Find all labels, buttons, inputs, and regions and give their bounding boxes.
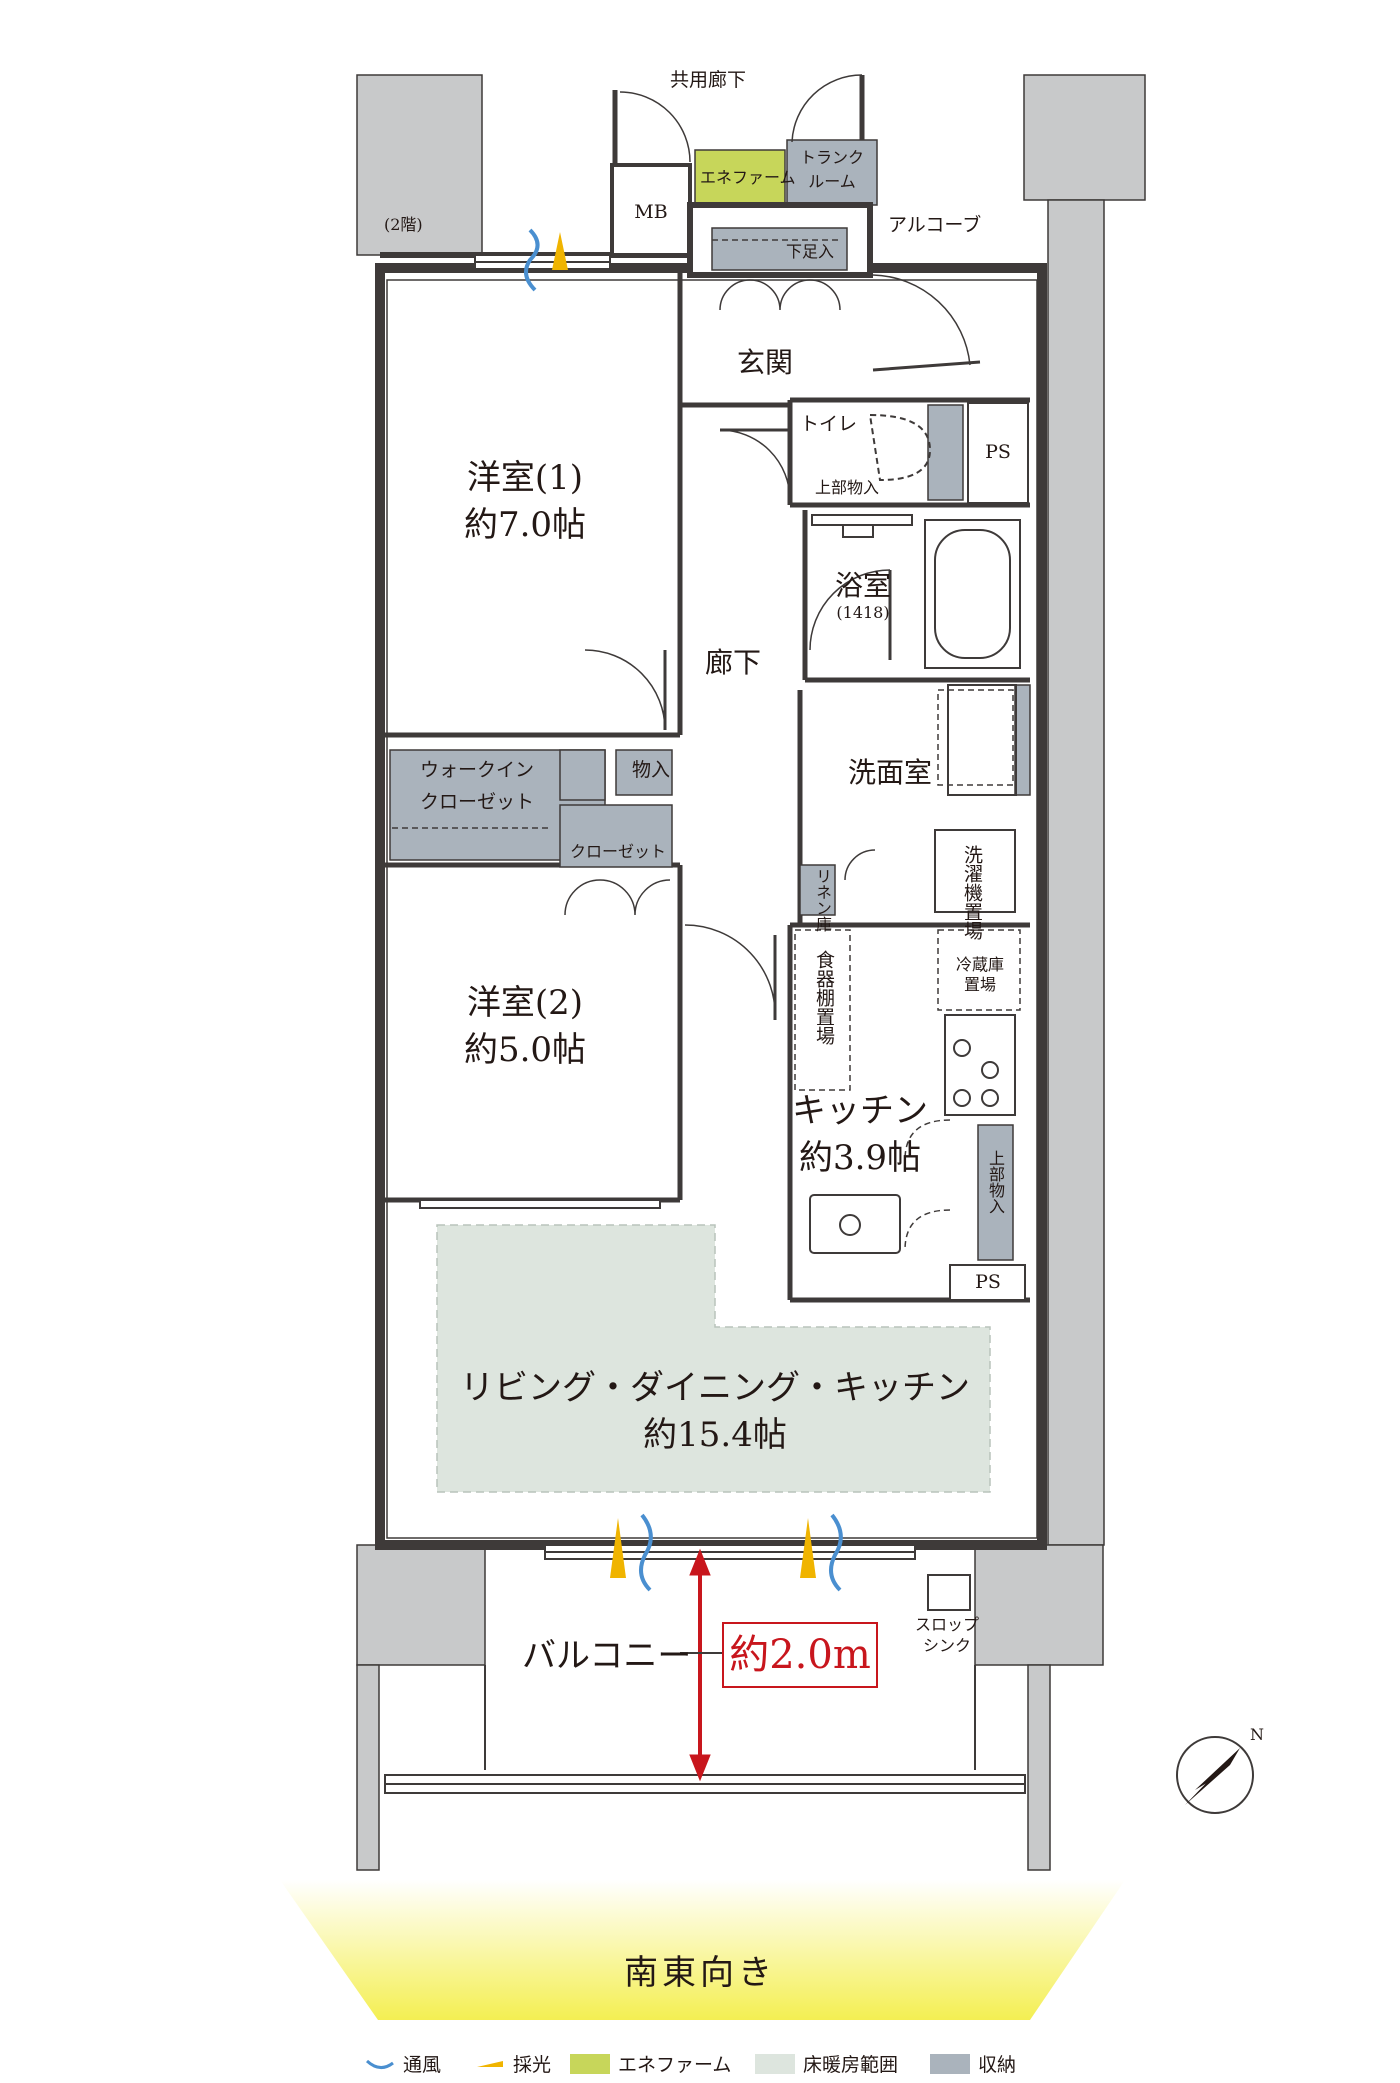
walk-in-closet-label-2: クローゼット [420, 791, 535, 813]
kitchen-upper-storage-label: 上部物入 [986, 1150, 1005, 1214]
compass-icon [1176, 1736, 1254, 1814]
balcony-depth-label: 約2.0m [722, 1622, 878, 1688]
ldk-label: リビング・ダイニング・キッチン [460, 1368, 970, 1408]
energy-swatch [570, 2053, 610, 2074]
floor-heating-area [436, 1224, 991, 1493]
ps-bottom-label: PS [975, 1271, 1001, 1293]
stove-burners [953, 1039, 999, 1107]
dish-shelf-label: 食器棚置場 [813, 950, 835, 1045]
toilet-upper-storage-label: 上部物入 [815, 478, 880, 497]
wind-icon [365, 2059, 394, 2069]
shoe-storage-swatch [711, 227, 848, 271]
door-swings [564, 279, 951, 1251]
toilet-label: トイレ [800, 413, 858, 435]
western-room-2-label: 洋室(2) [466, 983, 584, 1023]
entrance-label: 玄関 [736, 346, 794, 379]
legend-item-storage: 収納 [930, 2050, 1016, 2077]
floor-note-label: (2階) [384, 215, 423, 234]
legend-label: 採光 [513, 2054, 552, 2076]
floor-heating-swatch [755, 2053, 795, 2074]
common-corridor-label: 共用廊下 [670, 69, 747, 91]
bath-label: 浴室 [834, 569, 892, 602]
slop-sink-label-2: シンク [922, 1636, 972, 1655]
hallway-label: 廊下 [704, 646, 762, 679]
trunk-room-swatch [786, 139, 878, 206]
fridge-label: 冷蔵庫置場 [955, 955, 1004, 994]
balcony [484, 1574, 976, 1770]
entry-block [610, 74, 981, 372]
mb-label: MB [634, 201, 668, 223]
legend-label: 収納 [978, 2054, 1017, 2076]
washer-label: 洗濯機置場 [961, 845, 983, 940]
sun-icon [477, 2060, 503, 2067]
compass-north-label: N [1250, 1725, 1264, 1744]
legend-item-energy: エネファーム [570, 2050, 731, 2077]
slop-sink-label-1: スロップ [914, 1615, 980, 1634]
structural-walls [356, 74, 1146, 1871]
energy-unit-swatch [694, 149, 786, 206]
balcony-label: バルコニー [522, 1636, 692, 1676]
windows [384, 254, 1026, 1794]
closet-label: クローゼット [570, 842, 667, 861]
legend-item-floor-heating: 床暖房範囲 [755, 2050, 898, 2077]
storage-areas [389, 404, 1031, 1261]
shoe-storage-label: 下足入 [786, 242, 835, 261]
interior-walls [383, 268, 1030, 1303]
walk-in-closet-label-1: ウォークイン [420, 759, 535, 781]
legend-label: 床暖房範囲 [803, 2054, 899, 2076]
storage-label: 物入 [632, 759, 671, 781]
legend: 通風 採光 エネファーム 床暖房範囲 収納 [0, 2050, 1400, 2080]
legend-label: エネファーム [618, 2054, 732, 2076]
legend-label: 通風 [403, 2054, 442, 2076]
ps-top-label: PS [985, 441, 1011, 463]
orientation-label: 南東向き [624, 1953, 776, 1993]
ldk-size: 約15.4帖 [643, 1415, 787, 1455]
legend-item-daylight: 採光 [475, 2050, 551, 2077]
sunlight-markers [552, 232, 816, 1578]
storage-swatch [930, 2053, 970, 2074]
linen-label: リネン庫 [813, 868, 832, 932]
energy-unit-label: エネファーム [700, 168, 796, 187]
orientation-band [280, 1880, 1125, 2020]
western-room-1-label: 洋室(1) [466, 458, 584, 498]
legend-item-ventilation: 通風 [365, 2050, 441, 2077]
alcove-label: アルコーブ [888, 214, 982, 236]
kitchen-label: キッチン [792, 1091, 928, 1131]
wind-markers [524, 228, 843, 1592]
western-room-2-size: 約5.0帖 [463, 1030, 587, 1070]
bath-fixtures [809, 413, 1021, 1254]
washroom-label: 洗面室 [847, 756, 933, 789]
trunk-room-label-1: トランク [799, 148, 865, 167]
storage-dashes [392, 239, 1021, 1091]
western-room-1-size: 約7.0帖 [463, 505, 587, 545]
kitchen-size: 約3.9帖 [798, 1138, 922, 1178]
bath-size-label: (1418) [836, 603, 890, 622]
depth-arrow [680, 1548, 722, 1782]
trunk-room-label-2: ルーム [808, 172, 856, 191]
